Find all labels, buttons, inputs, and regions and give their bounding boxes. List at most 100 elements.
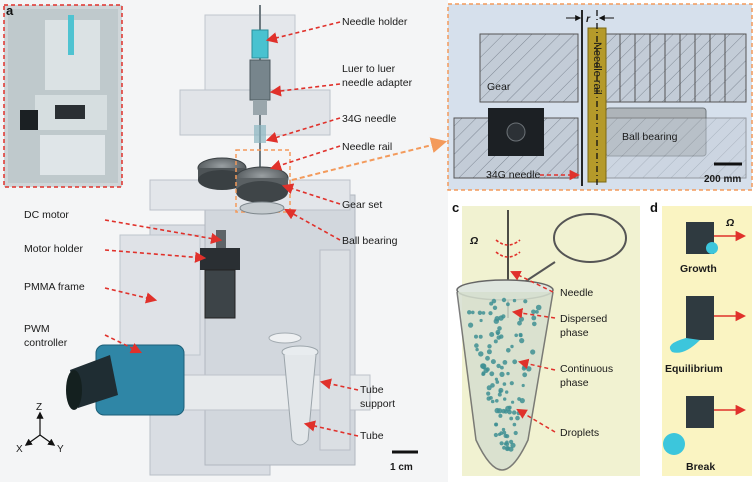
panel-a: a Needle holder Luer to luer needle adap… bbox=[0, 0, 448, 482]
axis-y-label: Y bbox=[57, 444, 64, 455]
droplet bbox=[490, 359, 496, 365]
label-luer-adapter-line2: needle adapter bbox=[342, 77, 413, 89]
luer-tip bbox=[253, 100, 267, 115]
droplet bbox=[496, 363, 501, 369]
34g-needle-hub bbox=[254, 125, 266, 143]
droplet bbox=[535, 310, 539, 314]
droplet bbox=[515, 415, 520, 421]
droplet bbox=[500, 365, 504, 370]
label-ball-bearing-b: Ball bearing bbox=[622, 131, 678, 143]
scale-bar-b-label: 200 mm bbox=[704, 174, 741, 185]
droplet bbox=[485, 355, 490, 361]
droplet bbox=[498, 389, 502, 394]
droplet bbox=[519, 398, 525, 404]
droplet bbox=[493, 318, 499, 324]
droplet bbox=[498, 413, 503, 418]
label-ball-bearing: Ball bearing bbox=[342, 235, 398, 247]
droplet bbox=[497, 326, 502, 331]
detail-link-arrow bbox=[291, 137, 448, 181]
tube-cap-ring bbox=[553, 213, 627, 263]
droplet bbox=[491, 298, 497, 304]
droplet bbox=[516, 411, 521, 416]
motor-body bbox=[204, 269, 236, 319]
label-34g-needle-b: 34G needle bbox=[486, 169, 540, 181]
label-dispersed-line2: phase bbox=[560, 327, 589, 339]
droplet bbox=[503, 397, 507, 401]
droplet bbox=[499, 371, 505, 377]
break-needle-block bbox=[686, 396, 714, 428]
droplet bbox=[506, 302, 510, 307]
label-tube-support-line1: Tube bbox=[360, 384, 384, 396]
label-dc-motor: DC motor bbox=[24, 209, 69, 221]
scale-bar-a-label: 1 cm bbox=[390, 462, 413, 473]
droplet bbox=[522, 372, 528, 378]
droplet bbox=[481, 371, 486, 376]
label-continuous-line2: phase bbox=[560, 377, 589, 389]
droplet bbox=[486, 349, 492, 355]
droplet bbox=[497, 392, 502, 397]
droplet bbox=[495, 399, 499, 403]
label-dispersed-line1: Dispersed bbox=[560, 313, 607, 325]
droplet bbox=[487, 344, 492, 349]
droplet bbox=[505, 390, 509, 394]
droplet bbox=[478, 334, 483, 339]
droplet bbox=[499, 441, 504, 446]
droplet bbox=[496, 408, 503, 414]
gear-section bbox=[479, 33, 579, 103]
droplet bbox=[478, 351, 484, 357]
droplet bbox=[531, 315, 537, 321]
label-droplets: Droplets bbox=[560, 427, 599, 439]
panel-d-letter: d bbox=[650, 200, 658, 215]
gear-teeth bbox=[619, 34, 726, 102]
luer-adapter-part bbox=[249, 59, 271, 101]
label-pwm-line1: PWM bbox=[24, 323, 50, 335]
axis-triad bbox=[24, 411, 56, 446]
label-tube: Tube bbox=[360, 430, 384, 442]
growth-droplet bbox=[706, 242, 718, 254]
label-pwm-line2: controller bbox=[24, 337, 68, 349]
droplet bbox=[535, 304, 542, 311]
droplet bbox=[509, 416, 514, 421]
label-gear-b: Gear bbox=[487, 81, 511, 93]
label-needle-holder: Needle holder bbox=[342, 16, 408, 28]
droplet bbox=[501, 314, 506, 319]
pwm-controller-part bbox=[66, 344, 185, 416]
droplet bbox=[509, 439, 514, 444]
droplet bbox=[531, 309, 536, 315]
pmma-frame-illustration bbox=[119, 14, 371, 476]
droplet bbox=[493, 432, 498, 438]
droplet bbox=[532, 321, 537, 327]
droplet bbox=[518, 332, 523, 337]
droplet bbox=[508, 446, 514, 452]
label-tube-support-line2: support bbox=[360, 398, 395, 410]
droplet bbox=[475, 347, 479, 352]
label-gear-set: Gear set bbox=[342, 199, 382, 211]
droplet bbox=[493, 339, 498, 344]
droplet bbox=[486, 391, 491, 396]
droplet bbox=[485, 367, 490, 372]
label-break: Break bbox=[686, 461, 715, 473]
droplet bbox=[512, 422, 517, 427]
droplet bbox=[489, 371, 495, 377]
droplet bbox=[499, 431, 504, 436]
droplet bbox=[488, 311, 493, 316]
droplet bbox=[489, 332, 495, 337]
droplet bbox=[510, 400, 515, 404]
droplet bbox=[492, 305, 498, 310]
equilibrium-droplet bbox=[669, 338, 700, 353]
droplet bbox=[505, 440, 509, 445]
droplet bbox=[523, 299, 528, 304]
needle-holder-part bbox=[251, 29, 269, 59]
droplet bbox=[489, 396, 493, 400]
droplet bbox=[518, 316, 525, 322]
droplet bbox=[530, 349, 536, 355]
droplet bbox=[490, 399, 495, 404]
droplet bbox=[501, 427, 506, 432]
label-growth: Growth bbox=[680, 263, 717, 275]
droplet bbox=[519, 338, 525, 344]
panel-c-letter: c bbox=[452, 200, 459, 215]
droplet bbox=[509, 381, 514, 386]
inset-photo bbox=[3, 4, 123, 188]
droplet bbox=[510, 442, 516, 448]
